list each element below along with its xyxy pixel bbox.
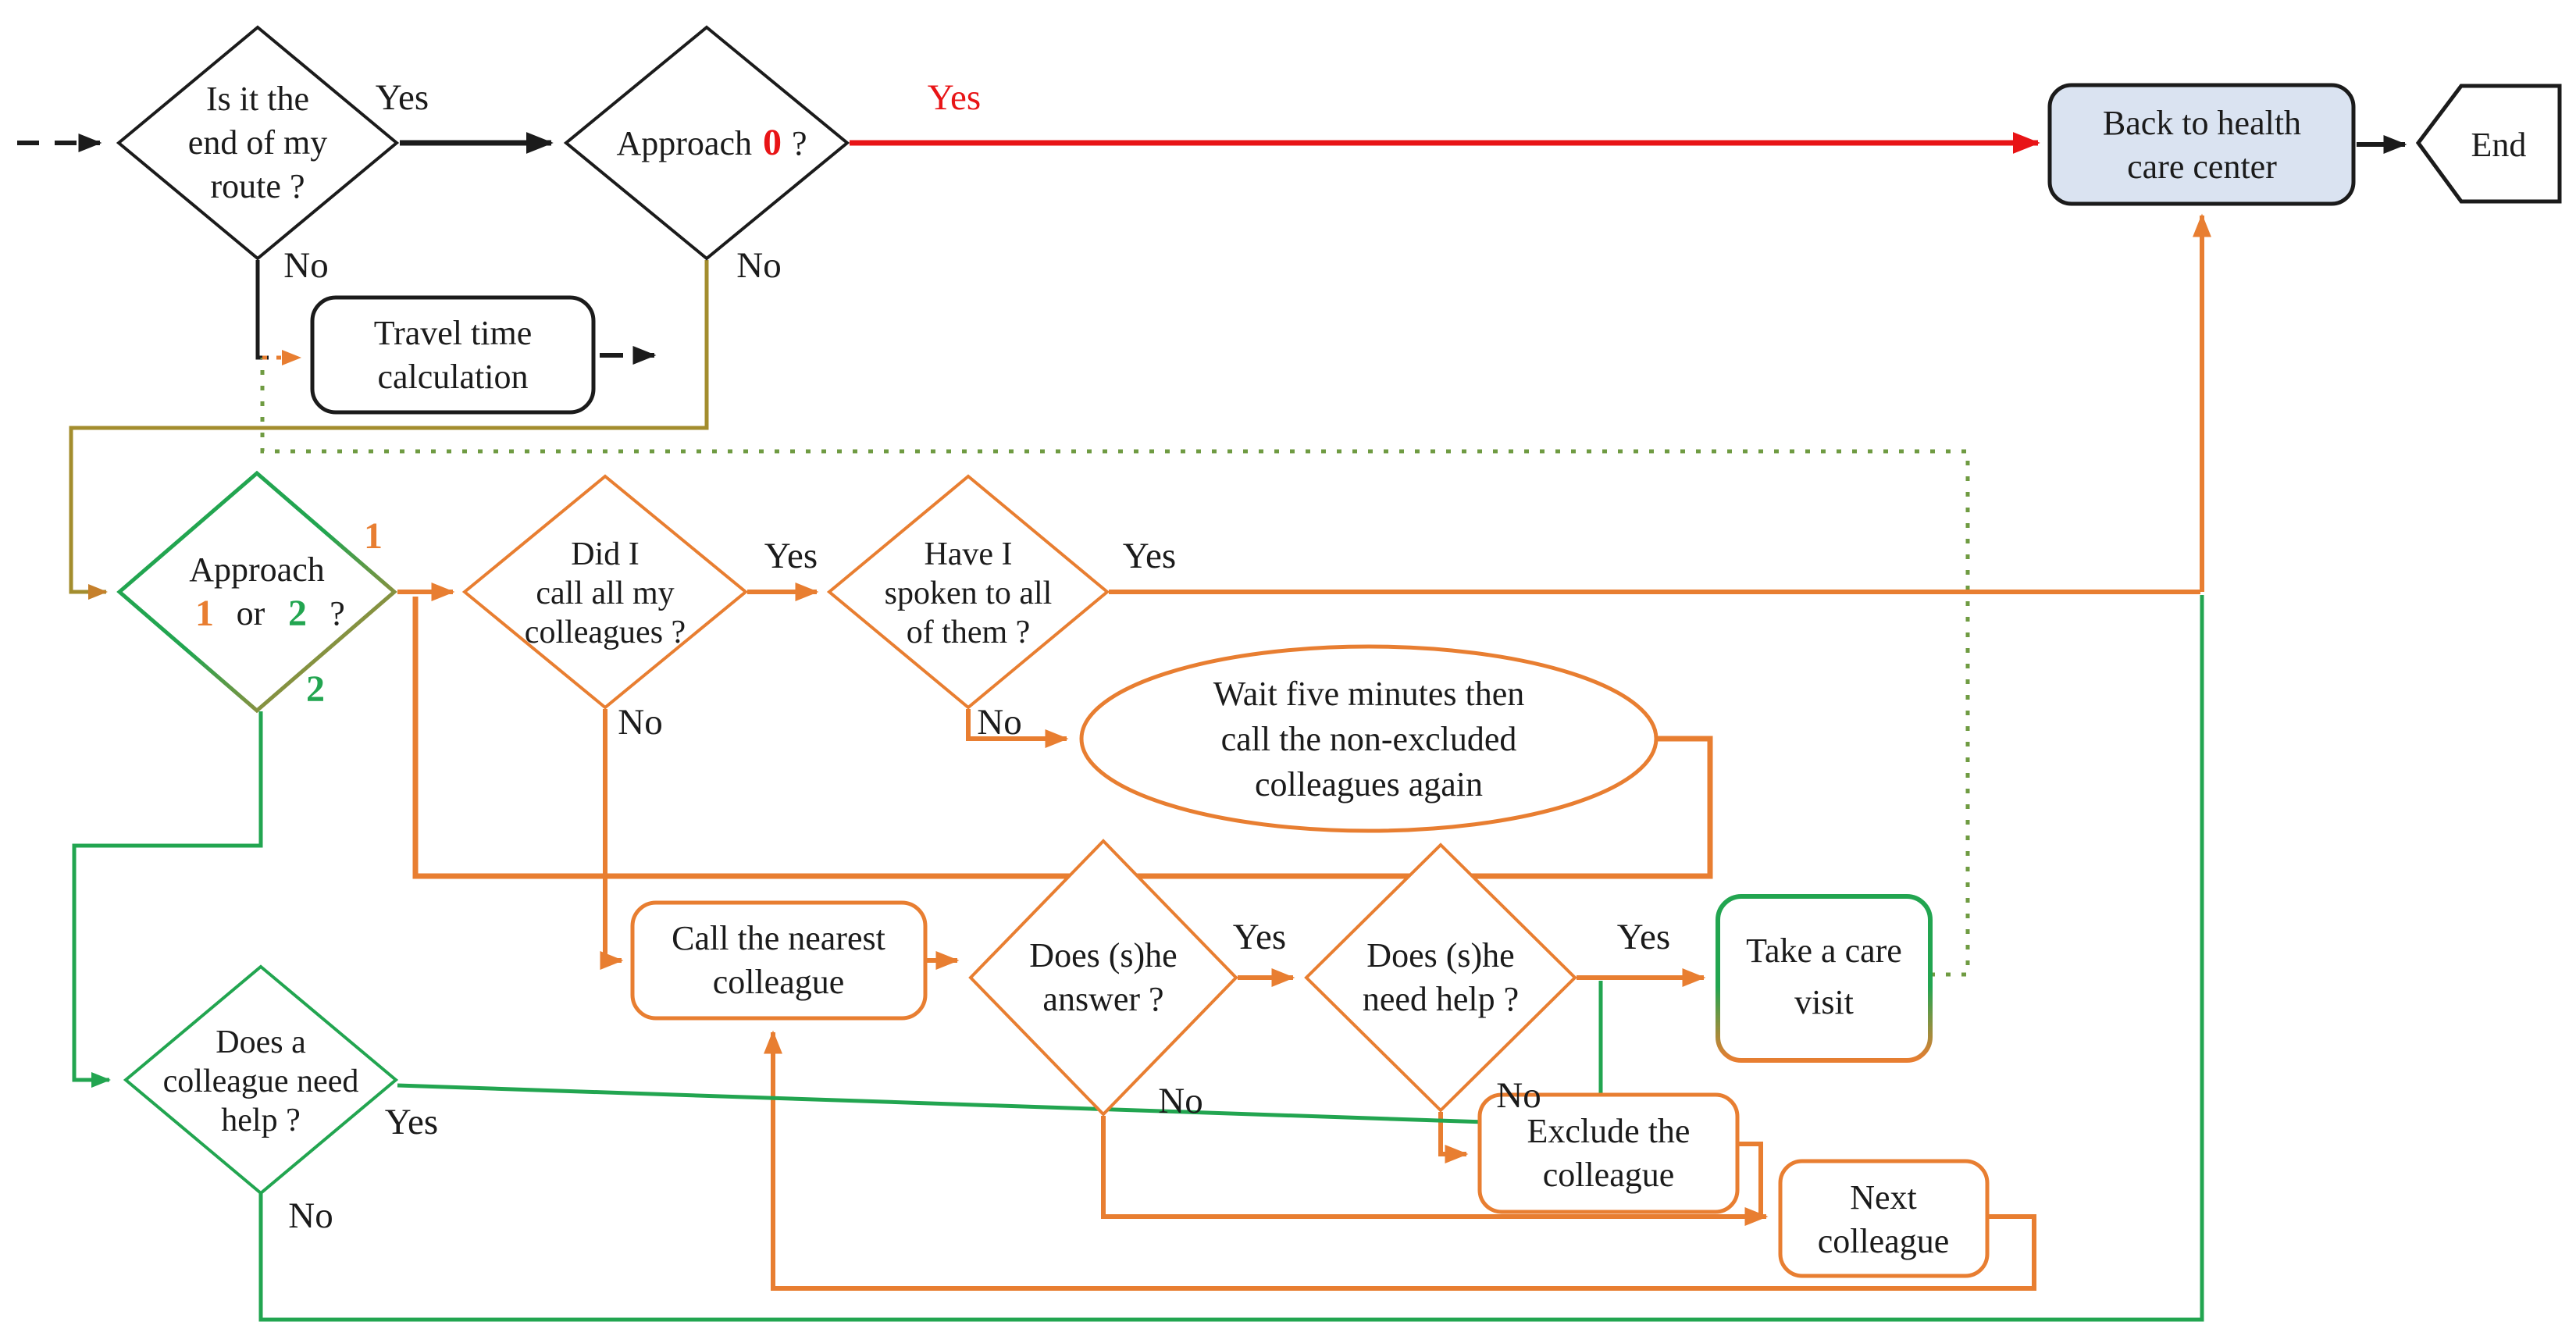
node-exclude-line1: Exclude the xyxy=(1527,1112,1691,1150)
node-colleague-line2: colleague need xyxy=(163,1064,359,1099)
node-colleague-need-help: Does a colleague need help ? xyxy=(123,964,399,1195)
node-wait-line2: call the non-excluded xyxy=(1221,720,1517,758)
node-approach12-line1: Approach xyxy=(189,550,325,589)
node-end-route: Is it the end of my route ? xyxy=(116,25,400,261)
label-answer-no: No xyxy=(1158,1081,1202,1121)
edge-endroute-no xyxy=(255,260,269,360)
node-approach0-number: 0 xyxy=(763,122,782,163)
label-approach0-yes: Yes xyxy=(928,77,981,118)
node-travel-time: Travel time calculation xyxy=(310,295,596,415)
label-branch-1: 1 xyxy=(364,515,383,557)
node-answer-line2: answer ? xyxy=(1042,980,1163,1018)
node-didcall-line3: colleagues ? xyxy=(525,615,686,650)
edge-approach0-no xyxy=(69,260,709,600)
edge-spoken-no xyxy=(966,709,1069,748)
node-call-line1: Call the nearest xyxy=(672,919,885,957)
node-wait-line1: Wait five minutes then xyxy=(1213,675,1524,713)
node-end-route-line1: Is it the xyxy=(206,80,309,118)
edge-takecare-return-dotted xyxy=(260,358,1970,977)
node-takecare-line2: visit xyxy=(1794,983,1854,1021)
node-spoken-line3: of them ? xyxy=(907,615,1031,650)
node-back-to-health-care-center: Back to health care center xyxy=(2047,83,2356,206)
node-call-line2: colleague xyxy=(713,963,845,1001)
label-didcall-no: No xyxy=(618,702,662,743)
node-call-nearest: Call the nearest colleague xyxy=(630,900,928,1021)
node-travel-line1: Travel time xyxy=(374,314,532,352)
label-didcall-yes: Yes xyxy=(764,536,818,576)
edge-wait-loop xyxy=(412,597,1713,879)
edge-exclude-next xyxy=(1739,1142,1763,1217)
label-branch-2: 2 xyxy=(306,668,325,710)
node-takecare-line1: Take a care xyxy=(1746,932,1902,970)
node-does-need-help: Does (s)he need help ? xyxy=(1304,843,1577,1113)
node-spoken-line1: Have I xyxy=(924,536,1012,572)
node-hcc-line2: care center xyxy=(2127,148,2277,186)
node-next-line2: colleague xyxy=(1818,1222,1950,1260)
label-needhelp-yes: Yes xyxy=(1617,917,1670,957)
edge-answer-no xyxy=(1101,1116,1769,1226)
label-colleague-yes: Yes xyxy=(385,1102,438,1142)
edge-colleague-no xyxy=(258,595,2204,1322)
node-end: End xyxy=(2415,84,2562,204)
node-next-line1: Next xyxy=(1850,1178,1917,1217)
label-needhelp-no: No xyxy=(1496,1075,1541,1116)
node-spoken-line2: spoken to all xyxy=(885,575,1053,611)
node-approach12-1: 1 xyxy=(195,593,214,634)
node-approach12-2: 2 xyxy=(288,593,307,634)
node-end-label: End xyxy=(2471,126,2527,164)
node-approach0-question: ? xyxy=(792,124,807,162)
label-endroute-yes: Yes xyxy=(376,77,429,118)
node-does-answer: Does (s)he answer ? xyxy=(968,839,1238,1117)
node-travel-line2: calculation xyxy=(377,358,528,396)
node-approach0: Approach 0 ? xyxy=(563,25,850,261)
label-approach0-no: No xyxy=(736,245,781,286)
label-colleague-no: No xyxy=(288,1195,333,1236)
node-take-care-visit: Take a care visit xyxy=(1716,894,1933,1063)
node-approach-1-or-2: Approach 1 or 2 ? xyxy=(116,470,397,714)
node-colleague-line3: help ? xyxy=(221,1103,300,1138)
edge-didcall-no xyxy=(600,709,624,970)
node-next-colleague: Next colleague xyxy=(1778,1159,1990,1278)
node-end-route-line2: end of my xyxy=(188,123,327,162)
node-wait-line3: colleagues again xyxy=(1255,765,1483,803)
label-answer-yes: Yes xyxy=(1233,917,1286,957)
node-needhelp-line1: Does (s)he xyxy=(1366,936,1514,974)
node-didcall-line1: Did I xyxy=(571,536,640,572)
node-approach12-or: or xyxy=(237,594,265,632)
label-spoken-no: No xyxy=(977,702,1021,743)
node-answer-line1: Does (s)he xyxy=(1029,936,1177,974)
node-wait-five-minutes: Wait five minutes then call the non-excl… xyxy=(1079,644,1659,833)
node-colleague-line1: Does a xyxy=(216,1024,306,1060)
node-approach12-q: ? xyxy=(330,594,345,632)
node-needhelp-line2: need help ? xyxy=(1363,980,1519,1018)
node-end-route-line3: route ? xyxy=(211,167,305,205)
label-spoken-yes: Yes xyxy=(1123,536,1176,576)
edge-approach12-2 xyxy=(72,711,263,1088)
node-exclude: Exclude the colleague xyxy=(1477,1092,1740,1214)
node-did-i-call: Did I call all my colleagues ? xyxy=(461,474,749,710)
node-have-i-spoken: Have I spoken to all of them ? xyxy=(826,474,1110,710)
node-approach0-text: Approach xyxy=(617,124,753,162)
edge-needhelp-no xyxy=(1438,1112,1469,1163)
node-hcc-line1: Back to health xyxy=(2103,104,2301,142)
edge-next-loop xyxy=(764,1030,2036,1291)
label-endroute-no: No xyxy=(283,245,328,286)
node-didcall-line2: call all my xyxy=(536,575,674,611)
node-exclude-line2: colleague xyxy=(1543,1156,1675,1194)
